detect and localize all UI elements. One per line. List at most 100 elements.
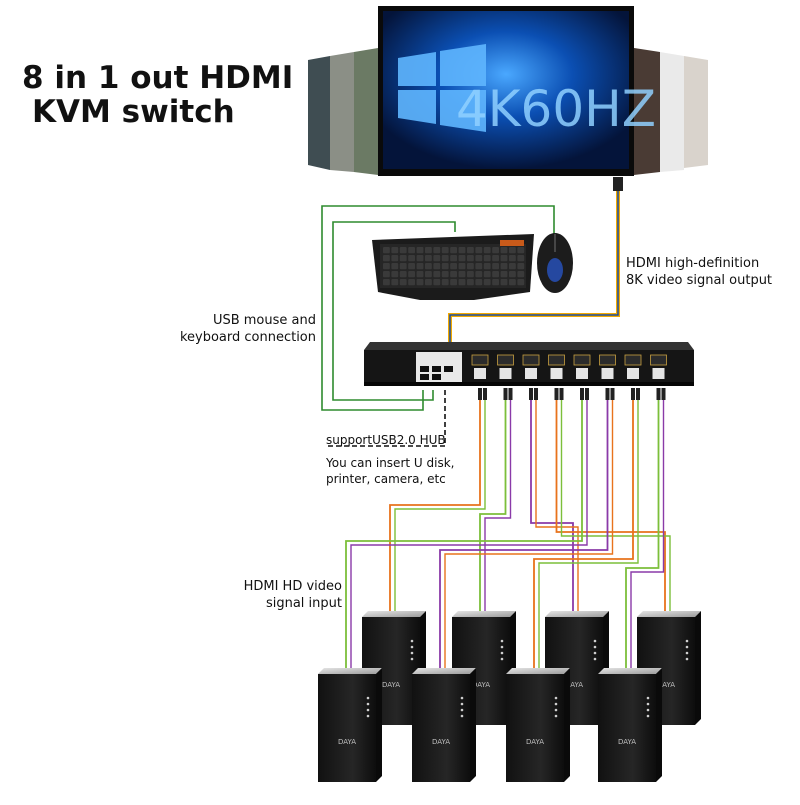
key	[450, 263, 457, 270]
key	[425, 263, 432, 270]
key	[416, 255, 424, 262]
usb-port	[420, 374, 429, 380]
cable-plug	[478, 388, 482, 400]
pc-light	[460, 702, 464, 706]
key	[475, 247, 483, 254]
key	[408, 271, 415, 278]
pc-brand-label: DAYA	[382, 681, 400, 689]
pc-tower: DAYA	[506, 668, 570, 782]
usb-hub-label-3: printer, camera, etc	[326, 472, 446, 486]
key	[458, 279, 466, 286]
pc-light	[366, 702, 370, 706]
pc-light	[410, 657, 414, 661]
pc-light	[554, 702, 558, 706]
key	[425, 279, 432, 286]
hdmi-input-cable	[389, 388, 481, 617]
hdmi-port	[650, 354, 667, 366]
key	[383, 279, 390, 286]
hdmi-input-cable	[479, 388, 507, 617]
usb-connection-label-1: USB mouse and	[212, 313, 316, 328]
pc-light	[646, 696, 650, 700]
key	[458, 247, 466, 254]
pc-light	[685, 657, 689, 661]
key	[483, 279, 491, 286]
hdmi-input-ports	[471, 354, 667, 379]
key	[441, 255, 449, 262]
pc-light	[410, 645, 414, 649]
pc-light	[646, 708, 650, 712]
hdmi-port	[471, 354, 489, 366]
key	[450, 247, 457, 254]
left-side-screens	[308, 48, 378, 175]
right-side-screens	[634, 48, 708, 175]
pc-brand-label: DAYA	[338, 738, 356, 746]
cable-plug	[656, 388, 661, 400]
usb-cables	[321, 205, 555, 411]
key	[517, 247, 525, 254]
mouse	[537, 233, 573, 293]
key	[475, 279, 483, 286]
pc-light	[646, 714, 650, 718]
hdmi-port	[548, 354, 565, 366]
rj45-port	[525, 368, 537, 379]
hdmi-port	[624, 354, 642, 366]
usb-input-cable	[538, 388, 639, 674]
key	[408, 279, 415, 286]
cable-plug	[610, 388, 615, 400]
key	[416, 271, 424, 278]
hdmi-input-cable	[555, 388, 666, 617]
key	[416, 279, 424, 286]
key	[500, 247, 508, 254]
rj45-port	[601, 368, 614, 379]
rj45-port	[627, 368, 639, 379]
key	[467, 271, 474, 278]
cable-plug	[605, 388, 610, 400]
key	[492, 255, 499, 262]
key	[509, 247, 516, 254]
key	[425, 271, 432, 278]
pc-brand-label: DAYA	[618, 738, 636, 746]
pc-light	[460, 708, 464, 712]
hdmi-input-label-2: signal input	[265, 596, 342, 611]
cable-plug	[554, 388, 559, 400]
key	[509, 263, 516, 270]
key	[492, 271, 499, 278]
hdmi-input-cable	[530, 388, 574, 617]
key	[458, 263, 466, 270]
pc-light	[593, 651, 597, 655]
key	[509, 271, 516, 278]
key	[425, 255, 432, 262]
rj45-port	[550, 368, 563, 379]
keyboard	[372, 234, 534, 300]
key	[425, 247, 432, 254]
key	[408, 255, 415, 262]
key	[467, 255, 474, 262]
key	[467, 263, 474, 270]
cable-plug	[661, 388, 666, 400]
key	[433, 255, 441, 262]
key	[450, 255, 457, 262]
usb-port	[444, 366, 453, 372]
key	[492, 247, 499, 254]
hdmi-input-cable	[533, 388, 634, 674]
key	[492, 279, 499, 286]
key	[433, 279, 441, 286]
usb-hub-label-2: You can insert U disk,	[326, 456, 455, 470]
monitor: 4K60HZ	[378, 6, 656, 176]
pc-light	[460, 696, 464, 700]
pc-light	[500, 645, 504, 649]
cable-plug	[529, 388, 533, 400]
key	[517, 279, 525, 286]
usb-input-cable	[630, 388, 665, 674]
hdmi-output-label-2: 8K video signal output	[626, 273, 773, 288]
hdmi-input-cables	[345, 388, 671, 674]
cable-plug	[636, 388, 640, 400]
pc-brand-label: DAYA	[472, 681, 490, 689]
key	[450, 271, 457, 278]
cable-plug	[585, 388, 589, 400]
key	[500, 271, 508, 278]
cable-plug	[483, 388, 487, 400]
key	[475, 255, 483, 262]
key	[416, 263, 424, 270]
